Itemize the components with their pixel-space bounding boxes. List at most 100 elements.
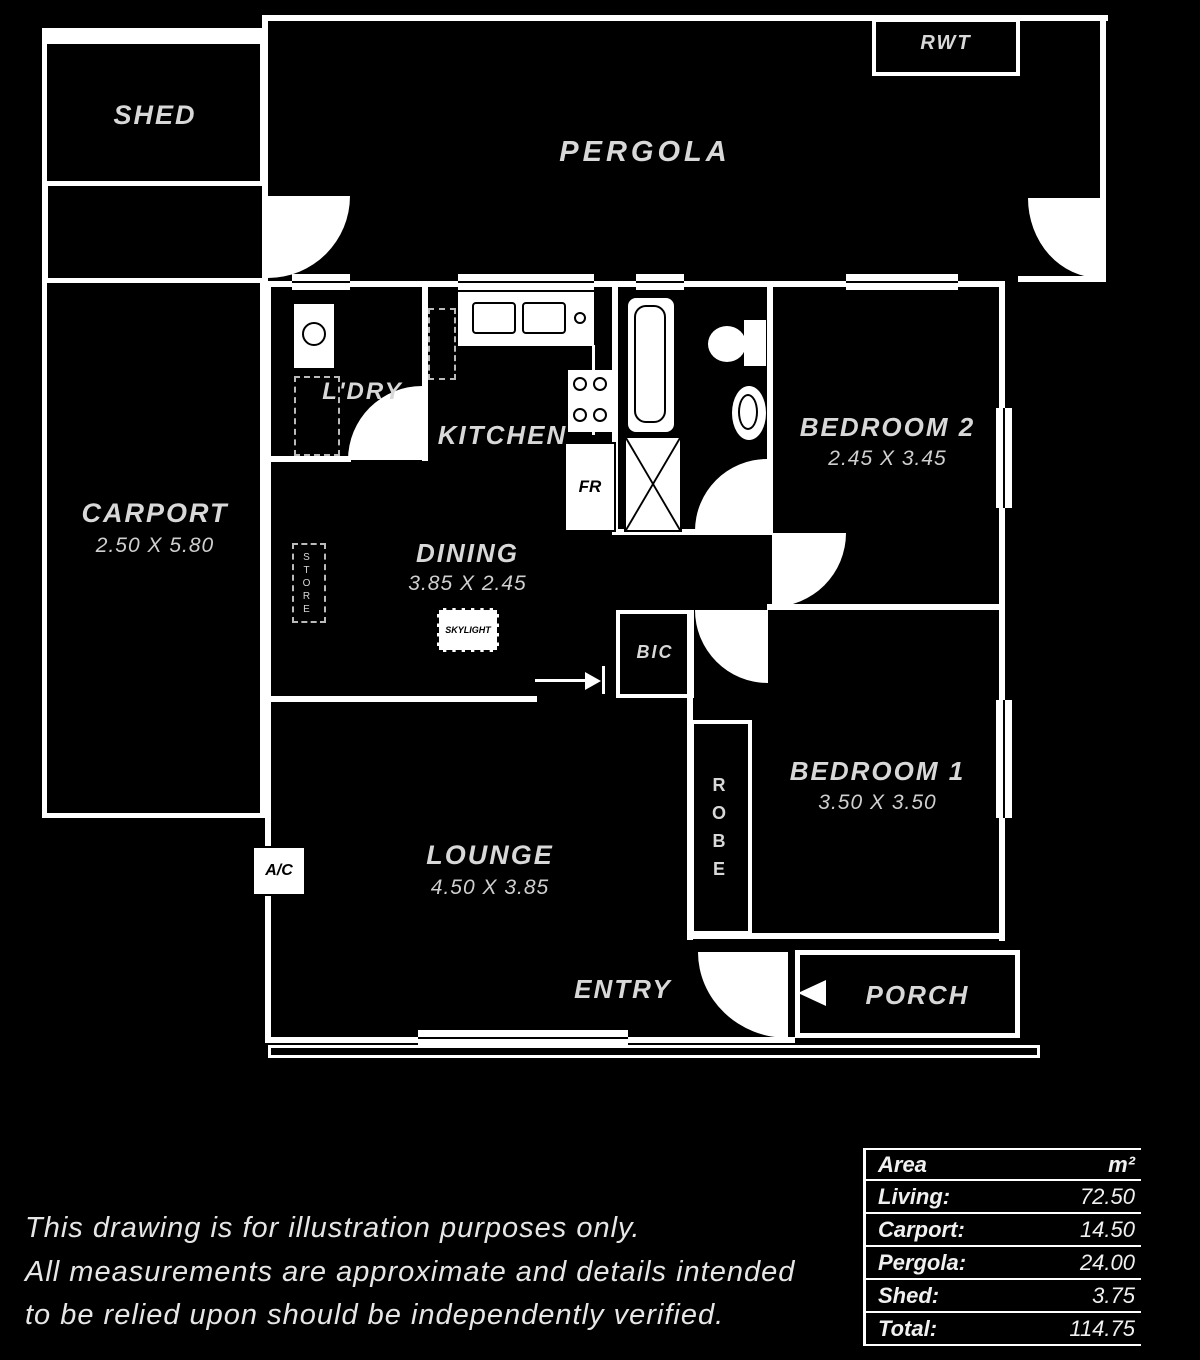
gate-door-arc-right [1028, 198, 1100, 278]
bedroom1-side-window [996, 700, 1012, 818]
bedroom2-side-window [996, 408, 1012, 508]
area-row-value: 14.50 [1079, 1216, 1135, 1242]
disclaimer-line-1: This drawing is for illustration purpose… [25, 1212, 641, 1244]
toilet-cistern [744, 320, 766, 366]
bathroom-window [636, 274, 684, 290]
bedroom1-door-arc [695, 610, 768, 683]
burner-2 [593, 377, 607, 391]
burner-1 [573, 377, 587, 391]
ac-unit [252, 846, 306, 896]
opening-arrow-head-icon [585, 672, 601, 690]
rwt-outline [872, 18, 1020, 76]
boundary-fence-line [42, 186, 48, 282]
pergola-right-line [1100, 15, 1106, 281]
pergola-label: PERGOLA [559, 136, 731, 168]
basin-inner [738, 394, 758, 430]
fridge-label: FR [578, 477, 602, 496]
laundry-window [292, 274, 350, 290]
bath-bottom-wall [612, 529, 772, 535]
bedroom1-bottom-wall [688, 933, 1005, 939]
area-table-row-total: Total: 114.75 [866, 1313, 1141, 1346]
shower [624, 436, 682, 532]
area-row-label: Carport: [878, 1216, 965, 1242]
bedroom2-label: BEDROOM 2 [799, 412, 976, 442]
bic-label: BIC [636, 642, 674, 662]
area-table-row-living: Living: 72.50 [866, 1181, 1141, 1214]
hall-door-arc [695, 459, 767, 531]
bedroom2-dimensions: 2.45 X 3.45 [828, 447, 947, 470]
bath-bedroom2-wall [767, 283, 773, 535]
fridge-box [564, 442, 616, 532]
house-top-wall [265, 281, 1005, 287]
basin [732, 386, 766, 440]
pergola-bottom-right-line [1018, 276, 1106, 282]
area-row-value: 24.00 [1079, 1249, 1135, 1275]
kitchen-label: KITCHEN [437, 420, 568, 450]
store-label: STORE [301, 551, 312, 617]
skylight-label: SKYLIGHT [445, 625, 491, 635]
kitchen-bath-wall [612, 283, 618, 533]
laundry-bottom-wall [265, 456, 351, 462]
area-table-header-label: Area [878, 1151, 927, 1177]
kitchen-cupboard-outline [428, 308, 456, 380]
disclaimer-line-3: to be relied upon should be independentl… [25, 1299, 725, 1331]
disclaimer-line-2: All measurements are approximate and det… [25, 1256, 796, 1288]
washer-space-outline [294, 376, 340, 456]
shower-x-icon [625, 437, 681, 531]
opening-arrow-stop [602, 666, 605, 694]
toilet-bowl [708, 326, 746, 362]
bic-outline [616, 610, 694, 698]
robe-outline [690, 720, 752, 935]
bathtub-inner [634, 305, 666, 423]
entry-label: ENTRY [574, 974, 672, 1004]
area-row-label: Total: [878, 1315, 938, 1341]
bathtub [628, 298, 674, 432]
skylight-box [437, 608, 499, 652]
sink-tap [574, 312, 586, 324]
area-table-header-unit: m² [1108, 1151, 1135, 1177]
area-row-value: 114.75 [1069, 1315, 1135, 1341]
area-row-label: Shed: [878, 1282, 940, 1308]
bedroom1-label: BEDROOM 1 [789, 756, 966, 786]
house-left-wall [265, 281, 271, 1043]
shed-roof-line [42, 28, 265, 44]
lounge-window [418, 1030, 628, 1046]
carport-dimensions: 2.50 X 5.80 [95, 534, 215, 557]
shed-label: SHED [113, 100, 197, 130]
ac-label: A/C [265, 862, 293, 879]
kitchen-window [458, 274, 594, 290]
robe-label: ROBE [709, 775, 729, 887]
trough-bowl [302, 322, 326, 346]
area-row-value: 3.75 [1092, 1282, 1135, 1308]
burner-3 [573, 408, 587, 422]
bedroom2-door-arc [772, 533, 846, 607]
entry-door-arc [698, 952, 788, 1038]
laundry-trough [294, 304, 334, 368]
pergola-left-line [262, 15, 268, 283]
area-row-label: Living: [878, 1183, 951, 1209]
area-table-row-shed: Shed: 3.75 [866, 1280, 1141, 1313]
porch-arrow-icon [798, 980, 826, 1006]
bedroom2-bedroom1-wall [767, 604, 1005, 610]
area-table: Area m² Living: 72.50 Carport: 14.50 Per… [863, 1148, 1141, 1346]
area-table-row-pergola: Pergola: 24.00 [866, 1247, 1141, 1280]
sink-bowl-right [522, 302, 566, 334]
pergola-top-line [265, 15, 1108, 21]
dining-lounge-wall [265, 696, 537, 702]
cooktop [568, 370, 614, 432]
opening-arrow-line [535, 679, 587, 682]
carport-outline [42, 278, 265, 818]
laundry-right-wall [422, 283, 428, 461]
dining-dimensions: 3.85 X 2.45 [408, 572, 527, 595]
rwt-label: RWT [920, 32, 972, 54]
lounge-dimensions: 4.50 X 3.85 [430, 876, 550, 899]
area-table-row-carport: Carport: 14.50 [866, 1214, 1141, 1247]
laundry-label: L'DRY [322, 378, 403, 405]
bedroom2-window [846, 274, 958, 290]
kitchen-sink-bench [458, 292, 594, 346]
house-right-wall [999, 281, 1005, 941]
area-table-header: Area m² [866, 1148, 1141, 1181]
burner-4 [593, 408, 607, 422]
dining-label: DINING [416, 538, 519, 568]
